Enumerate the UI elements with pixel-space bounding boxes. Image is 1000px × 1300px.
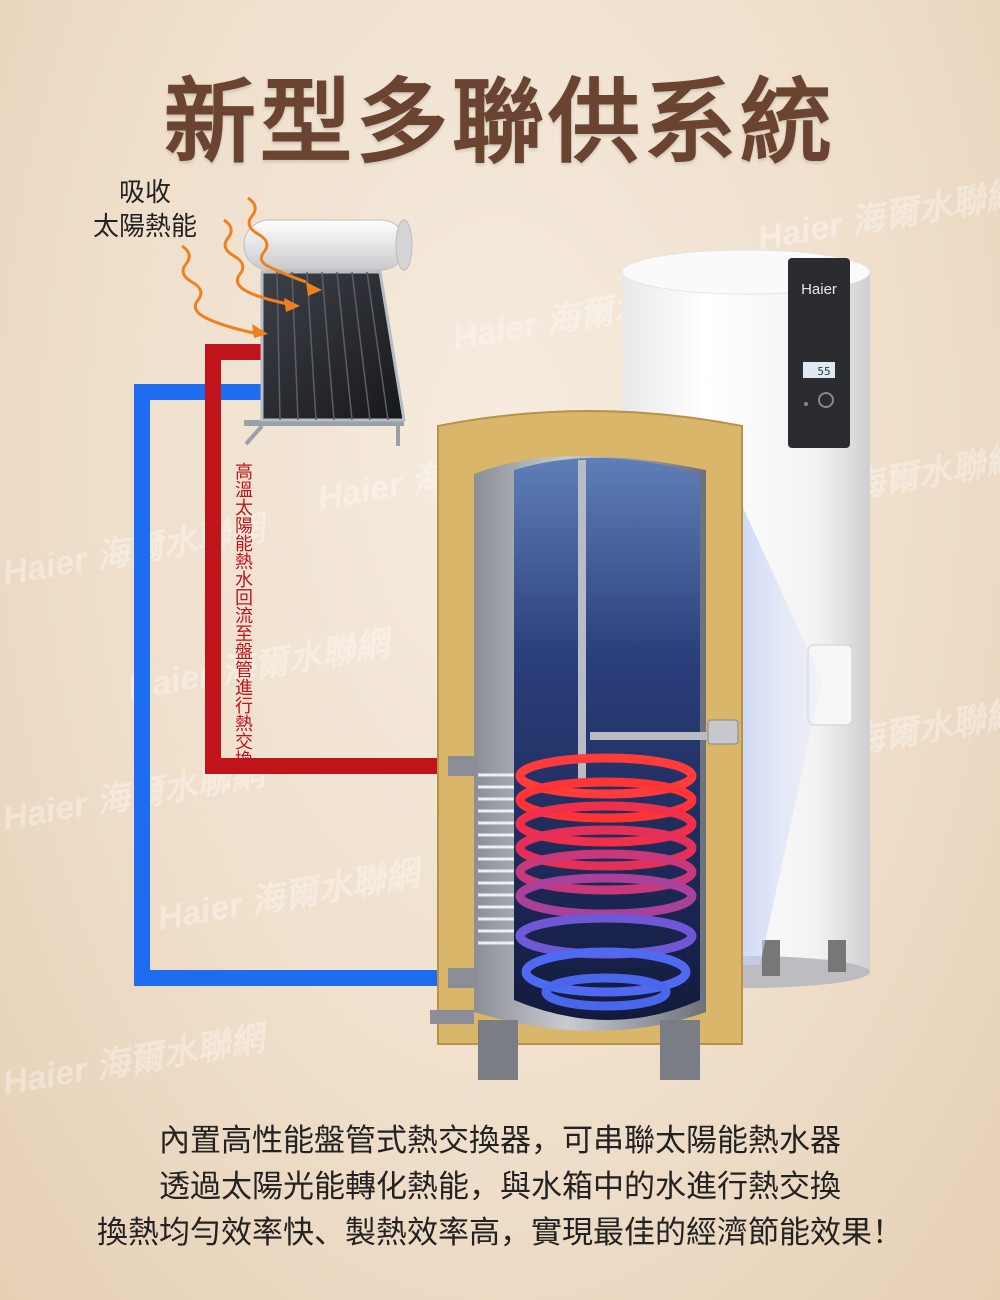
arrowhead-icon: [284, 298, 300, 312]
storage-tank: [430, 410, 743, 1080]
coil-icon: [515, 753, 697, 1011]
page-title: 新型多聯供系統: [163, 69, 836, 176]
cold-water-pipe: [134, 384, 448, 986]
arrowhead-icon: [252, 324, 268, 338]
description-line-2: 透過太陽光能轉化熱能，與水箱中的水進行熱交換: [159, 1169, 841, 1205]
arrowhead-icon: [306, 282, 322, 296]
absorb-label-line-1: 吸收: [118, 178, 171, 208]
display-temperature: 55: [817, 365, 830, 378]
description-block: 內置高性能盤管式熱交換器，可串聯太陽能熱水器 透過太陽光能轉化熱能，與水箱中的水…: [0, 1118, 1000, 1256]
brand-logo: Haier: [801, 281, 837, 298]
description-line-3: 換熱均勻效率快、製熱效率高，實現最佳的經濟節能效果！: [97, 1215, 903, 1251]
anode-rod: [578, 460, 586, 780]
description-line-1: 內置高性能盤管式熱交換器，可串聯太陽能熱水器: [159, 1123, 841, 1159]
cold-outlet-connector: [448, 968, 478, 988]
watermark-text: Haier 海爾水聯網: [755, 173, 1000, 257]
hot-water-return-label: 高溫太陽能熱水回流至盤管進行熱交換: [232, 462, 253, 768]
control-knob-icon: [818, 392, 834, 408]
solar-panel-icon: [243, 219, 413, 446]
sensor-port: [707, 719, 739, 745]
sun-ray-arrow-icon: [181, 196, 307, 336]
watermark-text: Haier 海爾水聯網: [125, 623, 398, 707]
hot-inlet-connector: [448, 756, 478, 776]
absorb-label-line-2: 太陽熱能: [92, 212, 197, 242]
hot-water-pipe: [205, 344, 448, 774]
absorb-solar-label: 吸收 太陽熱能: [60, 176, 230, 244]
watermark-text: Haier 海爾水聯網: [155, 853, 428, 937]
watermark-text: Haier 海爾水聯網: [0, 1018, 273, 1102]
